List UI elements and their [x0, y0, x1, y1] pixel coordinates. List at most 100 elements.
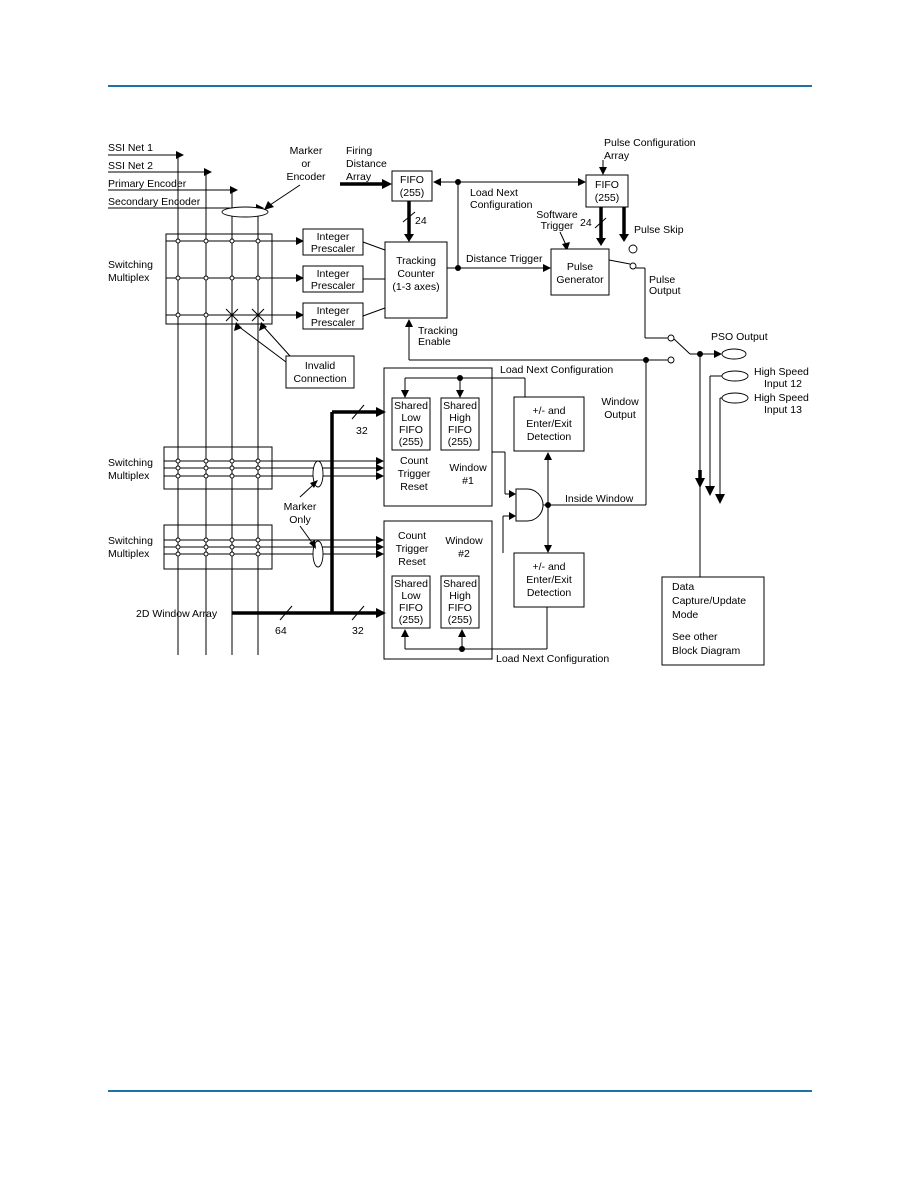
mux-bottom-label-1: Switching	[108, 535, 153, 547]
load-next-config-top-2: Configuration	[470, 199, 533, 211]
load-next-configuration-top: Load Next Configuration	[500, 364, 613, 376]
invalid-connection-label-1: Invalid	[305, 360, 336, 372]
w2-window-2: #2	[458, 548, 470, 560]
and-gate	[515, 488, 544, 522]
firing-distance-label-2: Distance	[346, 158, 387, 170]
high-speed-12-ellipse	[721, 370, 749, 382]
w2-low-fifo-2: Low	[401, 590, 421, 602]
w2-low-fifo-4: (255)	[399, 614, 424, 626]
integer-prescaler-2-label-a: Integer	[317, 268, 350, 280]
w1-count-3: Reset	[400, 481, 428, 493]
integer-prescaler-3-label-a: Integer	[317, 305, 350, 317]
load-next-configuration-bottom: Load Next Configuration	[496, 653, 609, 665]
pulse-output-label-2: Output	[649, 285, 681, 297]
firing-distance-label-1: Firing	[346, 145, 372, 157]
pso-output-ellipse	[721, 348, 747, 360]
input-secondary-encoder: Secondary Encoder	[108, 196, 201, 208]
marker-only-ellipse-1	[312, 460, 324, 488]
mux-top-label-1: Switching	[108, 259, 153, 271]
w2-high-fifo-2: High	[449, 590, 471, 602]
data-capture-label-1: Data	[672, 581, 694, 593]
mux-mid-label-1: Switching	[108, 457, 153, 469]
integer-prescaler-3	[302, 302, 364, 330]
w2-count-3: Reset	[398, 556, 426, 568]
window-1-shared-high-fifo	[440, 397, 480, 451]
window-1-shared-low-fifo	[391, 397, 431, 451]
high-speed-13-label-2: Input 13	[764, 404, 802, 416]
w1-high-fifo-2: High	[449, 412, 471, 424]
marker-only-label-2: Only	[289, 514, 311, 526]
load-next-config-top-1: Load Next	[470, 187, 518, 199]
w2-count-2: Trigger	[396, 543, 429, 555]
pulse-generator-label-2: Generator	[556, 274, 604, 286]
tracking-counter-label-3: (1-3 axes)	[392, 281, 439, 293]
tracking-counter-label-1: Tracking	[396, 255, 436, 267]
window-2-shared-high-fifo	[440, 575, 480, 629]
data-capture-label-4: See other	[672, 631, 718, 643]
w1-high-fifo-3: FIFO	[448, 424, 472, 436]
tracking-counter-label-2: Counter	[397, 268, 435, 280]
window-2-box	[383, 520, 493, 660]
input-ssi-net-2: SSI Net 2	[108, 160, 153, 172]
fifo-left	[391, 170, 433, 202]
bus-32-bottom-label: 32	[352, 625, 364, 637]
marker-ellipse	[221, 206, 269, 218]
w1-count-2: Trigger	[398, 468, 431, 480]
switching-multiplex-top	[165, 233, 273, 325]
data-capture-label-5: Block Diagram	[672, 645, 741, 657]
window-1-box	[383, 367, 493, 507]
mux-top-grid	[166, 237, 304, 322]
integer-prescaler-1-label-a: Integer	[317, 231, 350, 243]
w2-high-fifo-3: FIFO	[448, 602, 472, 614]
w1-detection-1: +/- and	[533, 405, 566, 417]
pulse-output-label-1: Pulse	[649, 274, 675, 286]
bus-32-top-label: 32	[356, 425, 368, 437]
input-ssi-net-1: SSI Net 1	[108, 142, 153, 154]
integer-prescaler-1-label-b: Prescaler	[311, 243, 356, 255]
pulse-skip-label: Pulse Skip	[634, 224, 684, 236]
high-speed-12-label-1: High Speed	[754, 366, 809, 378]
w1-low-fifo-1: Shared	[394, 400, 428, 412]
tracking-enable-label-1: Tracking	[418, 325, 458, 337]
software-trigger-label-1: Software	[536, 209, 578, 221]
data-capture-label-2: Capture/Update	[672, 595, 746, 607]
inside-window-label: Inside Window	[565, 493, 634, 505]
w1-detection-3: Detection	[527, 431, 572, 443]
window-output-label-1: Window	[601, 396, 639, 408]
mux-mid-lines	[164, 457, 384, 480]
fifo-left-label-2: (255)	[400, 187, 425, 199]
integer-prescaler-3-label-b: Prescaler	[311, 317, 356, 329]
w1-low-fifo-3: FIFO	[399, 424, 423, 436]
high-speed-13-ellipse	[721, 392, 749, 404]
marker-label-3: Encoder	[286, 171, 326, 183]
pulse-config-label-2: Array	[604, 150, 630, 162]
window-array-label: 2D Window Array	[136, 608, 218, 620]
w1-high-fifo-4: (255)	[448, 436, 473, 448]
window-2-shared-low-fifo	[391, 575, 431, 629]
input-primary-encoder: Primary Encoder	[108, 178, 187, 190]
w1-window-1: Window	[449, 462, 487, 474]
fifo-right	[585, 174, 629, 208]
w2-window-1: Window	[445, 535, 483, 547]
mux-bottom-label-2: Multiplex	[108, 548, 150, 560]
marker-label-1: Marker	[290, 145, 323, 157]
footer-rule	[108, 1090, 812, 1092]
data-capture-box	[661, 576, 765, 666]
fifo-right-label-1: FIFO	[595, 179, 619, 191]
mux-top-label-2: Multiplex	[108, 272, 150, 284]
w1-detection-2: Enter/Exit	[526, 418, 572, 430]
integer-prescaler-2-label-b: Prescaler	[311, 280, 356, 292]
data-capture-label-3: Mode	[672, 609, 698, 621]
integer-prescaler-2	[302, 265, 364, 293]
w2-detection-3: Detection	[527, 587, 572, 599]
tracking-enable-label-2: Enable	[418, 336, 451, 348]
window-2-detection	[513, 552, 585, 608]
invalid-connection-label-2: Connection	[293, 373, 346, 385]
w2-high-fifo-4: (255)	[448, 614, 473, 626]
mux-mid-label-2: Multiplex	[108, 470, 150, 482]
pso-output-label: PSO Output	[711, 331, 768, 343]
pulse-config-label-1: Pulse Configuration	[604, 137, 696, 149]
header-rule	[108, 85, 812, 87]
w1-low-fifo-4: (255)	[399, 436, 424, 448]
